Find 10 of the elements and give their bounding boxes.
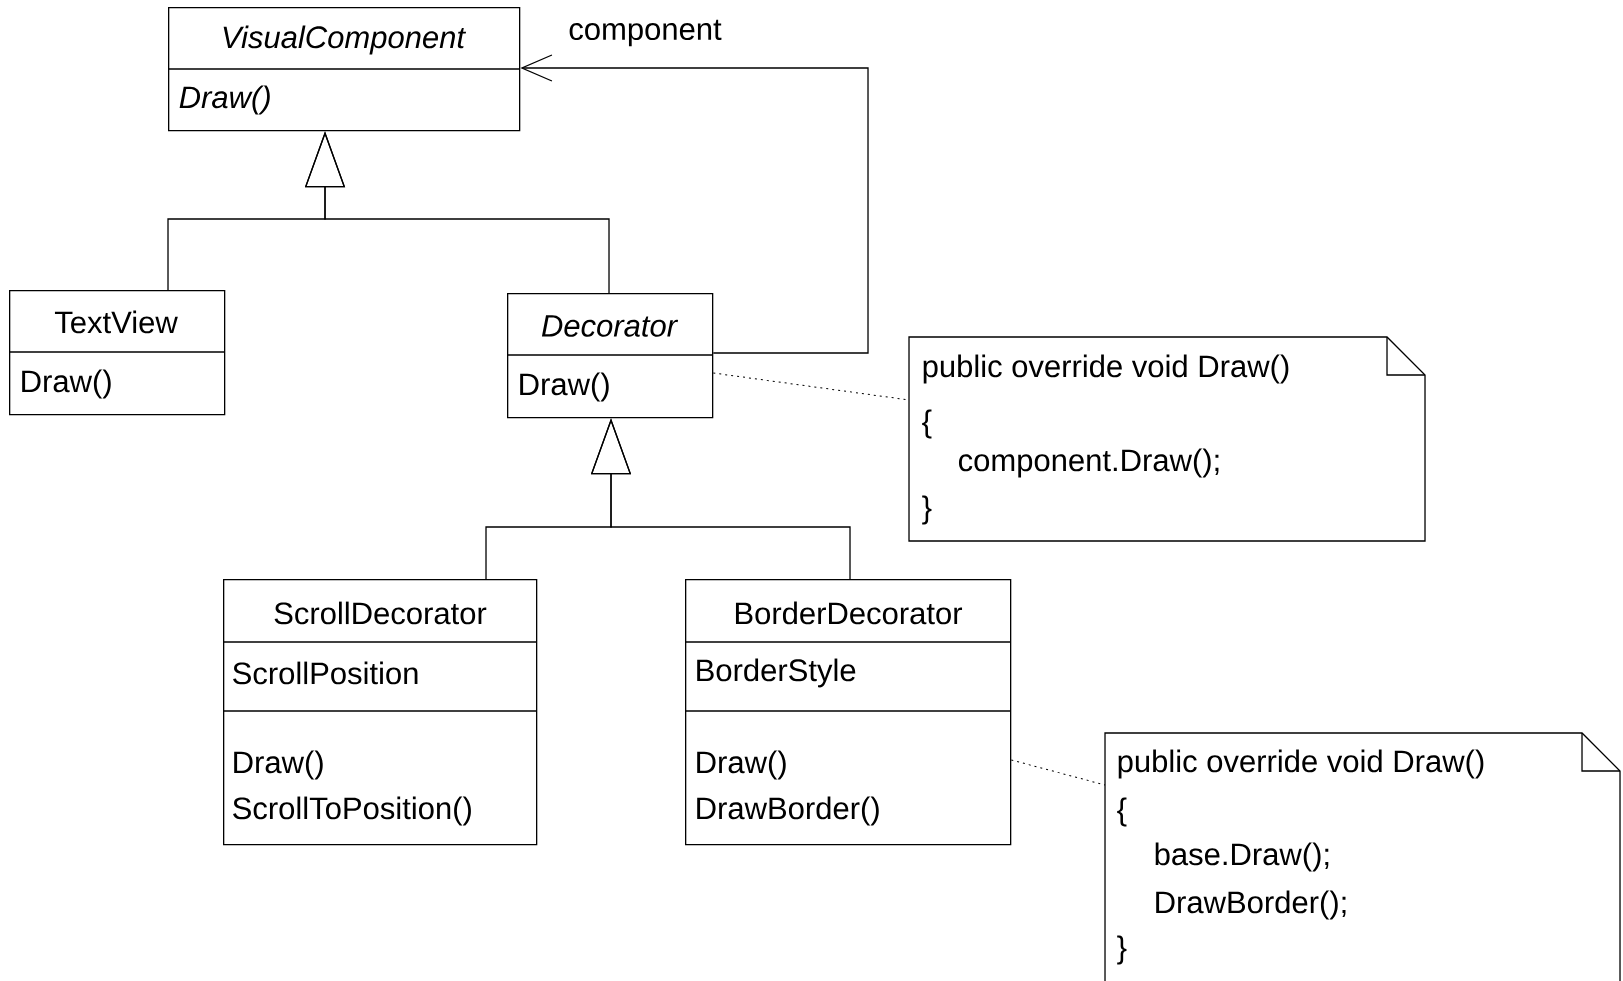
class-box: BorderDecorator BorderStyle Draw() DrawBorder() xyxy=(684,579,1012,846)
class-box: ScrollDecorator ScrollPosition Draw() ScrollToPosition() xyxy=(222,579,538,846)
association-arrow xyxy=(520,54,869,354)
connector-line xyxy=(1010,759,1106,786)
class-box: Decorator Draw() xyxy=(506,293,714,419)
class-box: TextView Draw() xyxy=(8,290,226,416)
note: public override void Draw() { base.Draw(); DrawBorder(); } xyxy=(1104,732,1621,981)
note: public override void Draw() { component.Draw(); } xyxy=(908,336,1426,542)
edge-label: component xyxy=(566,17,724,49)
class-box: VisualComponent Draw() xyxy=(167,7,521,132)
